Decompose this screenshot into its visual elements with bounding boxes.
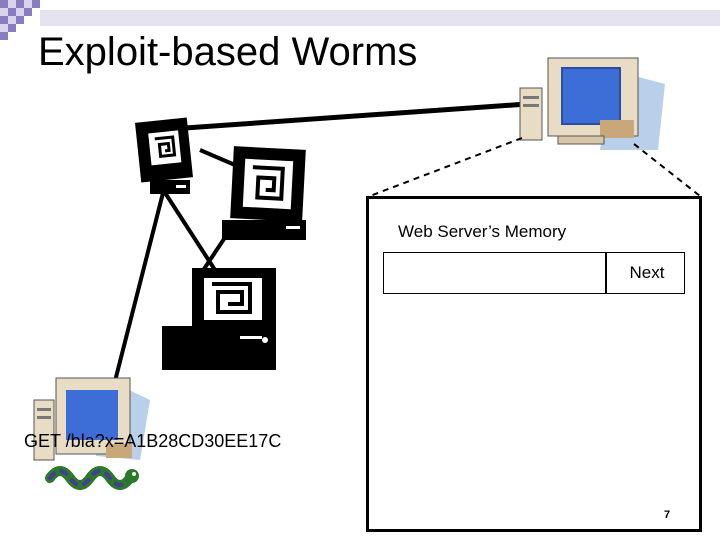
connection-line	[158, 183, 217, 272]
page-number: 7	[664, 509, 671, 521]
buffer-divider	[605, 252, 607, 294]
network-computer-icon	[222, 146, 306, 240]
zoom-line	[633, 143, 701, 197]
title-decoration	[0, 0, 720, 40]
web-server-memory-box	[366, 196, 702, 532]
connection-line	[199, 148, 236, 167]
network-computer-icon	[135, 117, 193, 194]
http-request-text: GET /bla?x=A1B28CD30EE17C	[24, 431, 282, 451]
next-slot-label: Next	[629, 263, 665, 282]
zoom-line	[369, 137, 523, 197]
network-computer-icon	[162, 268, 276, 370]
slide-title: Exploit-based Worms	[38, 30, 418, 74]
connection-line	[184, 101, 528, 131]
memory-label: Web Server’s Memory	[398, 222, 567, 241]
attacker-computer-icon	[33, 377, 150, 490]
memory-buffer	[383, 252, 685, 294]
target-computer-icon	[519, 57, 665, 150]
